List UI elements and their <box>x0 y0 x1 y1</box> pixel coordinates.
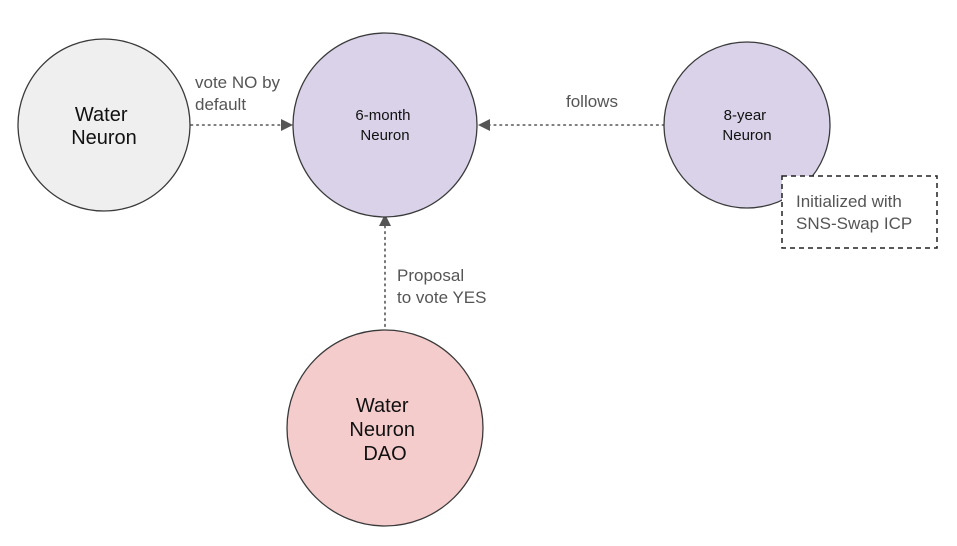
node-water-neuron-line-1: Water <box>75 104 128 126</box>
node-water-neuron-dao: Water Neuron DAO <box>286 329 484 527</box>
edge-label-vote-no: vote NO by default <box>195 73 285 114</box>
node-eight-year-neuron-circle <box>663 41 831 209</box>
edge-label-vote-no-line-2: default <box>195 95 246 114</box>
node-water-neuron-dao-line-1: Water <box>356 395 409 417</box>
node-eight-year-neuron-line-2: Neuron <box>722 127 771 144</box>
node-water-neuron-circle <box>17 38 191 212</box>
node-water-neuron-dao-line-2: Neuron <box>349 419 415 441</box>
edge-label-vote-no-line-1: vote NO by <box>195 73 281 92</box>
svg-text:8-year Neuron: 8-year Neuron <box>722 107 771 144</box>
svg-text:Water Neuron: Water Neuron <box>71 104 137 149</box>
note-sns-swap-line-1: Initialized with <box>796 192 902 211</box>
svg-text:6-month Neuron: 6-month Neuron <box>355 107 414 144</box>
edge-follows <box>478 119 665 131</box>
edge-label-proposal: Proposal to vote YES <box>397 266 486 307</box>
edge-vote-no-arrowhead <box>281 119 293 131</box>
edge-proposal-arrowhead <box>379 214 391 226</box>
edge-follows-arrowhead <box>478 119 490 131</box>
node-six-month-neuron-circle <box>292 32 478 218</box>
node-water-neuron-dao-line-3: DAO <box>363 443 406 465</box>
note-sns-swap-box <box>781 175 938 249</box>
edge-proposal <box>379 214 391 333</box>
edge-vote-no <box>190 119 293 131</box>
note-sns-swap: Initialized with SNS-Swap ICP <box>781 175 938 249</box>
svg-text:Initialized with SNS-Swa: Initialized with SNS-Swap ICP <box>796 192 912 233</box>
svg-text:Water Neuron DAO: Water Neuron DAO <box>349 395 420 465</box>
note-sns-swap-line-2: SNS-Swap ICP <box>796 214 912 233</box>
node-eight-year-neuron-line-1: 8-year <box>724 107 767 124</box>
edge-label-proposal-line-2: to vote YES <box>397 288 486 307</box>
node-six-month-neuron-line-2: Neuron <box>360 127 409 144</box>
edge-label-follows-line-1: follows <box>566 92 618 111</box>
edge-label-proposal-line-1: Proposal <box>397 266 464 285</box>
node-eight-year-neuron: 8-year Neuron <box>663 41 831 209</box>
node-six-month-neuron-line-1: 6-month <box>355 107 410 124</box>
node-water-neuron-dao-circle <box>286 329 484 527</box>
node-water-neuron: Water Neuron <box>17 38 191 212</box>
node-water-neuron-line-2: Neuron <box>71 127 137 149</box>
edge-label-follows: follows <box>566 92 618 111</box>
node-six-month-neuron: 6-month Neuron <box>292 32 478 218</box>
